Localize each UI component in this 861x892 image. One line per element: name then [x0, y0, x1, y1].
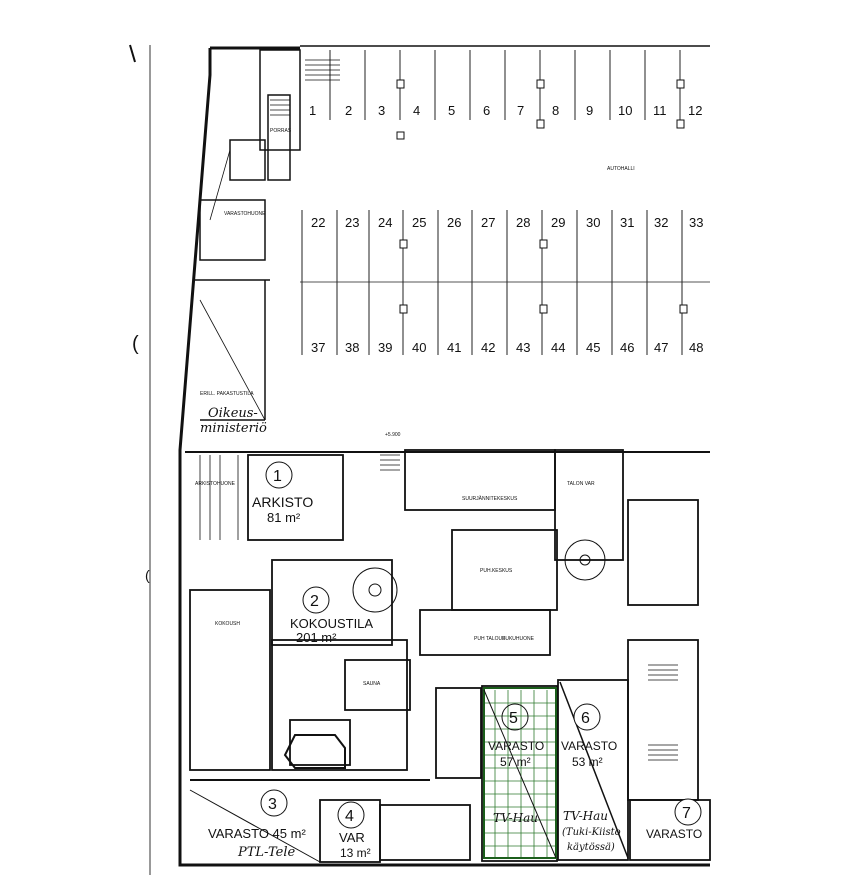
- stall-number: 8: [552, 103, 559, 118]
- upper-left-rooms: [195, 49, 301, 421]
- label-elevation: +5.900: [385, 432, 401, 438]
- parking-numbers-top: 1 2 3 4 5 6 7 8 9 10 11 12: [309, 103, 702, 118]
- stall-number: 1: [309, 103, 316, 118]
- stall-number: 29: [551, 215, 565, 230]
- room4-number: 4: [345, 808, 354, 825]
- stall-number: 37: [311, 340, 325, 355]
- room7-number: 7: [682, 805, 691, 822]
- stall-number: 22: [311, 215, 325, 230]
- room5-number: 5: [509, 710, 518, 727]
- stall-number: 38: [345, 340, 359, 355]
- stairs-top: [270, 59, 340, 116]
- parking-stall-lines: [301, 50, 683, 355]
- room3-note: PTL-Tele: [237, 845, 295, 860]
- stall-number: 27: [481, 215, 495, 230]
- room6-area: 53 m²: [572, 755, 603, 769]
- lower-walls: [189, 449, 711, 863]
- sauna-octagon: [283, 734, 346, 769]
- room6-diagonal: [559, 681, 629, 859]
- handwritten-ministry-line2: ministeriö: [200, 421, 267, 436]
- stall-number: 43: [516, 340, 530, 355]
- label-pukuhuone: PUKUHUONE: [502, 636, 535, 642]
- stall-number: 33: [689, 215, 703, 230]
- stall-number: 12: [688, 103, 702, 118]
- label-kokoush: KOKOUSH: [215, 621, 240, 627]
- room2-area: 201 m²: [296, 630, 337, 645]
- room1-area: 81 m²: [267, 510, 301, 525]
- tick-mark: [129, 44, 136, 63]
- label-talon-var: TALON VAR: [567, 481, 595, 487]
- stall-number: 10: [618, 103, 632, 118]
- room1-number: 1: [273, 468, 282, 485]
- stall-number: 4: [413, 103, 420, 118]
- label-porras: PORRAS: [270, 128, 292, 134]
- label-varasto: VARASTOHUONE: [224, 211, 266, 217]
- stall-number: 11: [653, 103, 667, 118]
- room5-note: TV-Hau: [493, 811, 538, 825]
- room6-number: 6: [581, 710, 590, 727]
- stall-number: 46: [620, 340, 634, 355]
- stall-number: 47: [654, 340, 668, 355]
- stall-number: 42: [481, 340, 495, 355]
- room1-name: ARKISTO: [252, 494, 313, 510]
- room4-area: 13 m²: [340, 846, 371, 860]
- garage-label: AUTOHALLI: [607, 166, 635, 172]
- stall-number: 6: [483, 103, 490, 118]
- stall-number: 45: [586, 340, 600, 355]
- room6-note3: käytössä): [567, 842, 615, 853]
- room6-note1: TV-Hau: [563, 809, 608, 823]
- stall-number: 41: [447, 340, 461, 355]
- stall-number: 31: [620, 215, 634, 230]
- label-arkistohuone: ARKISTOHUONE: [195, 481, 236, 487]
- room6-name: VARASTO: [561, 739, 617, 753]
- room3-number: 3: [268, 796, 277, 813]
- parking-numbers-mid: 22 23 24 25 26 27 28 29 30 31 32 33: [311, 215, 703, 230]
- stall-number: 39: [378, 340, 392, 355]
- stall-number: 44: [551, 340, 565, 355]
- label-puhelinkeskus: PUH.KESKUS: [480, 568, 513, 574]
- spiral-stair: [352, 539, 606, 613]
- label-puh-talous: PUH TALOUS: [474, 636, 506, 642]
- stall-number: 30: [586, 215, 600, 230]
- stall-number: 32: [654, 215, 668, 230]
- stall-number: 3: [378, 103, 385, 118]
- stall-number: 7: [517, 103, 524, 118]
- garage-pillars: [396, 79, 688, 314]
- room2-number: 2: [310, 593, 319, 610]
- parking-numbers-bottom: 37 38 39 40 41 42 43 44 45 46 47 48: [311, 340, 703, 355]
- label-sauna: SAUNA: [363, 681, 381, 687]
- stall-number: 9: [586, 103, 593, 118]
- room5-name: VARASTO: [488, 739, 544, 753]
- room5-area: 57 m²: [500, 755, 531, 769]
- stairs-right: [380, 454, 678, 761]
- room-circles: [260, 461, 702, 829]
- room4-name: VAR: [339, 830, 365, 845]
- room2-name: KOKOUSTILA: [290, 616, 373, 631]
- handwritten-ministry-line1: Oikeus-: [208, 406, 258, 421]
- room3-name: VARASTO 45 m²: [208, 826, 306, 841]
- stall-number: 2: [345, 103, 352, 118]
- stall-number: 5: [448, 103, 455, 118]
- stall-number: 26: [447, 215, 461, 230]
- stall-number: 23: [345, 215, 359, 230]
- stall-number: 28: [516, 215, 530, 230]
- stall-number: 40: [412, 340, 426, 355]
- room6-note2: (Tuki-Kiisto: [562, 827, 621, 838]
- label-erill: ERILL. PAKASTUSTILA: [200, 391, 254, 397]
- bracket-mark: (: [132, 333, 139, 355]
- room5-diagonal: [483, 689, 557, 859]
- room7-name: VARASTO: [646, 827, 702, 841]
- label-suurjannite: SUURJÄNNITEKESKUS: [462, 495, 518, 502]
- stall-number: 48: [689, 340, 703, 355]
- stall-number: 24: [378, 215, 392, 230]
- bracket-mark-2: (: [145, 567, 150, 583]
- room7-diagonal: [189, 789, 321, 863]
- room5-grid: [483, 687, 557, 859]
- archive-shelves: [199, 455, 239, 540]
- stall-number: 25: [412, 215, 426, 230]
